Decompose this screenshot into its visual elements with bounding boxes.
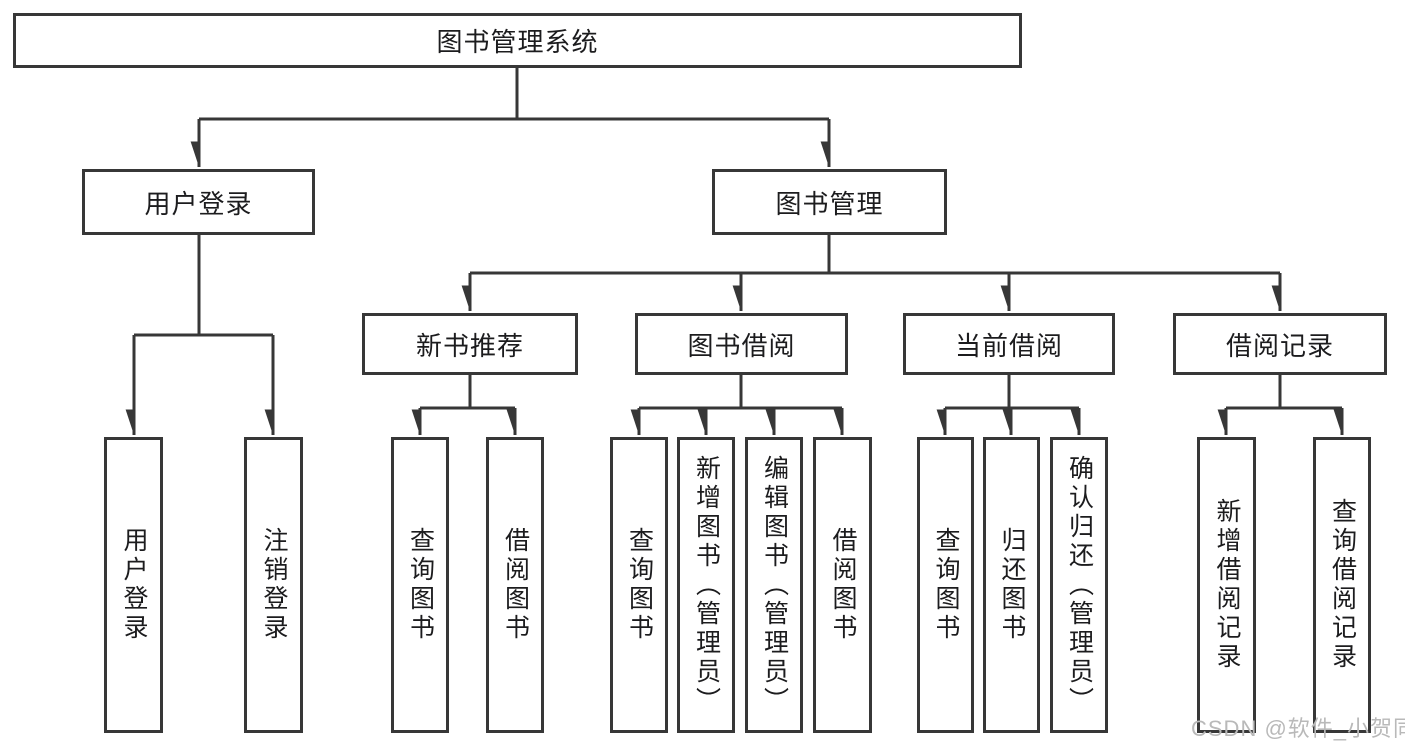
node-current-borrowing: 当前借阅 [903, 313, 1115, 375]
leaf-bb-query-books: 查询图书 [610, 437, 668, 733]
leaf-br-query-record: 查询借阅记录 [1313, 437, 1371, 733]
leaf-nb-borrow-books: 借阅图书 [486, 437, 544, 733]
leaf-cb-return-books: 归还图书 [983, 437, 1040, 733]
leaf-bb-borrow-books: 借阅图书 [813, 437, 872, 733]
leaf-bb-edit-books-admin: 编辑图书（管理员） [745, 437, 803, 733]
node-book-borrowing: 图书借阅 [635, 313, 848, 375]
node-user-login: 用户登录 [82, 169, 315, 235]
leaf-nb-query-books: 查询图书 [391, 437, 449, 733]
node-root: 图书管理系统 [13, 13, 1022, 68]
leaf-bb-add-books-admin: 新增图书（管理员） [677, 437, 735, 733]
node-book-management: 图书管理 [712, 169, 947, 235]
node-new-book-recommendation: 新书推荐 [362, 313, 578, 375]
leaf-cb-confirm-return-admin: 确认归还（管理员） [1050, 437, 1108, 733]
node-borrowing-records: 借阅记录 [1173, 313, 1387, 375]
leaf-user-login: 用户登录 [104, 437, 163, 733]
leaf-cb-query-books: 查询图书 [917, 437, 974, 733]
watermark: CSDN @软件_小贺同学 [1191, 716, 1405, 741]
leaf-logout: 注销登录 [244, 437, 303, 733]
leaf-br-add-record: 新增借阅记录 [1197, 437, 1256, 733]
